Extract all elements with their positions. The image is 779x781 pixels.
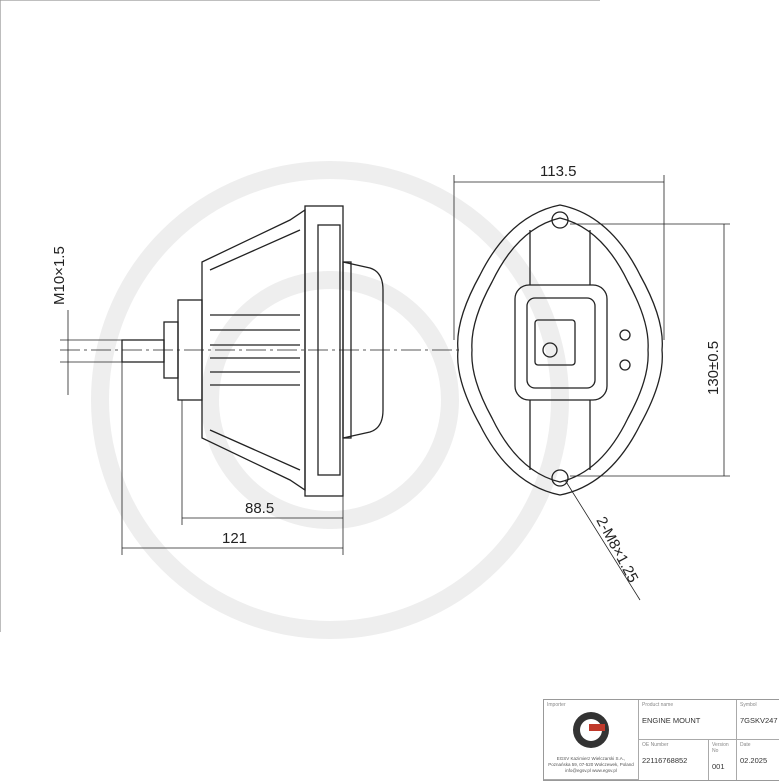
- importer-label: Importer: [547, 702, 566, 708]
- dim-length-total: 121: [222, 530, 247, 547]
- dim-height-right: 130±0.5: [705, 341, 722, 395]
- oe-number-label: OE Number: [642, 742, 669, 748]
- oe-number: 22116768852: [642, 756, 688, 765]
- side-view: [121, 205, 384, 497]
- dim-thread-left: M10×1.5: [51, 246, 68, 305]
- version: 001: [712, 762, 725, 771]
- date: 02.2025: [740, 756, 768, 765]
- date-label: Date: [740, 742, 751, 748]
- symbol-label: Symbol: [740, 702, 757, 708]
- front-view: [457, 204, 663, 496]
- product-name: ENGINE MOUNT: [642, 716, 701, 725]
- dimension-lines: [60, 175, 730, 601]
- title-block: Importer EGSV Kazimierz Wielczarski S.A.…: [543, 699, 779, 781]
- dim-bolt-thread: 2-M8×1.25: [592, 514, 641, 586]
- importer-address: EGSV Kazimierz Wielczarski S.A., Poznańs…: [548, 756, 634, 773]
- dim-width-top: 113.5: [540, 163, 576, 180]
- product-name-label: Product name: [642, 702, 674, 708]
- dim-length-inner: 88.5: [245, 500, 274, 517]
- version-label: Version No: [712, 742, 729, 754]
- company-logo: [573, 712, 609, 748]
- watermark-gear: [91, 161, 569, 639]
- symbol: 7GSKV247: [740, 716, 778, 725]
